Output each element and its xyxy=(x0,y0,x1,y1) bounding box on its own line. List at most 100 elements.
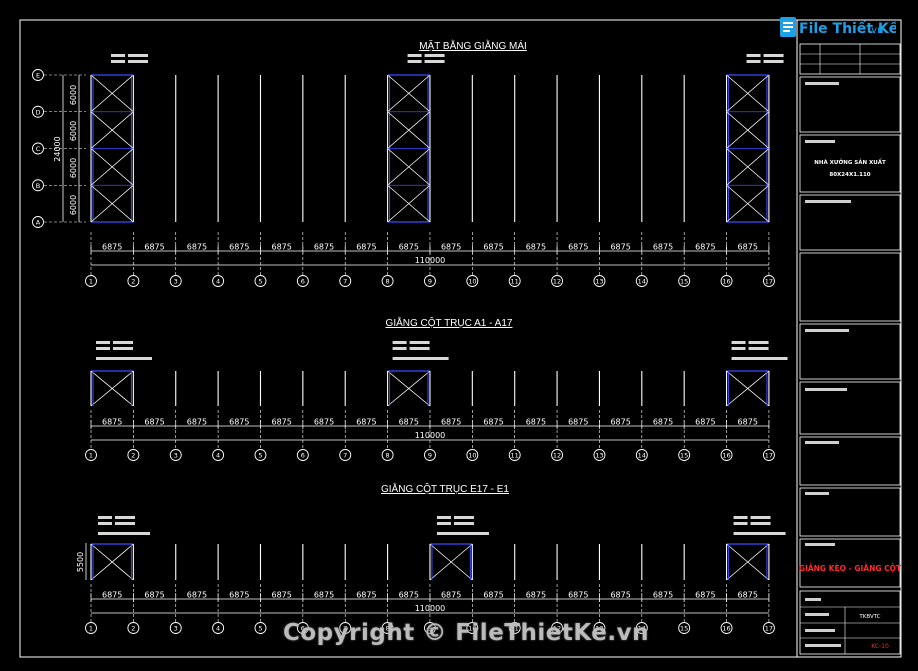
side-dim-total: 6000 xyxy=(69,158,78,178)
side-dim-total: 6000 xyxy=(69,85,78,105)
title-block xyxy=(799,43,901,655)
grid-bubble-5: 5 xyxy=(258,278,262,286)
bay-dimension-label: 6875 xyxy=(526,591,546,600)
grid-bubble-2: 2 xyxy=(131,278,135,286)
bay-dimension-label: 6875 xyxy=(314,418,334,427)
roof-brace-cross xyxy=(90,111,134,149)
grid-bubble-2-circle xyxy=(127,449,140,461)
grid-bubble-15-circle xyxy=(678,275,691,287)
bay-dimension-label: 6875 xyxy=(271,418,291,427)
bay-dimension-label: 6875 xyxy=(653,591,673,600)
grid-bubble-3: 3 xyxy=(174,625,178,633)
note-tag xyxy=(733,532,786,535)
grid-bubble-8-circle xyxy=(381,622,394,634)
note-tag xyxy=(746,60,761,63)
grid-bubble-1: 1 xyxy=(89,452,93,460)
grid-bubble-B: B xyxy=(36,182,40,190)
column-brace-cross xyxy=(726,543,770,581)
note-tag xyxy=(453,522,474,525)
grid-bubble-8-circle xyxy=(381,275,394,287)
grid-bubble-3: 3 xyxy=(174,278,178,286)
note-tag xyxy=(436,532,489,535)
note-tag xyxy=(424,54,445,57)
total-dimension-label: 110000 xyxy=(415,256,446,265)
grid-bubble-D-circle xyxy=(32,105,44,118)
grid-bubble-5-circle xyxy=(254,275,267,287)
grid-bubble-16-circle xyxy=(720,622,733,634)
roof-brace-cross xyxy=(726,184,770,223)
grid-bubble-17: 17 xyxy=(765,452,773,460)
document-icon xyxy=(780,17,796,37)
note-tag xyxy=(128,54,148,57)
bay-dimension-label: 6875 xyxy=(102,418,122,427)
grid-bubble-17-circle xyxy=(762,622,775,634)
grid-bubble-11: 11 xyxy=(511,452,519,460)
bay-dimension-label: 6875 xyxy=(610,591,630,600)
grid-bubble-11-circle xyxy=(508,449,521,461)
grid-bubble-5: 5 xyxy=(258,452,262,460)
grid-bubble-C: C xyxy=(36,145,41,153)
note-tag xyxy=(746,54,761,57)
grid-bubble-3-circle xyxy=(169,275,182,287)
grid-bubble-11-circle xyxy=(508,622,521,634)
copyright-watermark: Copyright © FileThietKe.vn xyxy=(283,620,649,646)
note-tag xyxy=(96,347,110,350)
note-tag xyxy=(731,347,746,350)
grid-bubble-14-circle xyxy=(635,449,648,461)
view-title-roof-bracing: MẶT BẰNG GIẰNG MÁI xyxy=(419,39,527,52)
note-tag xyxy=(407,54,422,57)
grid-bubble-11-circle xyxy=(508,275,521,287)
total-dimension-label: 110000 xyxy=(415,604,446,613)
grid-bubble-7: 7 xyxy=(343,625,347,633)
bay-dimension-label: 6875 xyxy=(738,243,758,252)
bay-dimension-label: 6875 xyxy=(187,243,207,252)
grid-bubble-15-circle xyxy=(678,449,691,461)
grid-bubble-1-circle xyxy=(85,622,97,634)
grid-bubble-13-circle xyxy=(593,275,606,287)
note-tag xyxy=(113,341,133,344)
side-height-label: 5500 xyxy=(76,552,85,572)
site-logo: File Thiết Kế .vn xyxy=(778,14,899,42)
tkbvtc-label: TKBVTC xyxy=(858,614,880,620)
grid-bubble-4-circle xyxy=(212,622,225,634)
bay-dimension-label: 6875 xyxy=(229,418,249,427)
grid-bubble-E-circle xyxy=(32,69,44,81)
grid-bubble-E: E xyxy=(36,72,40,80)
bay-dimension-label: 6875 xyxy=(441,243,461,252)
bay-dimension-label: 6875 xyxy=(356,591,376,600)
roof-brace-cross xyxy=(387,148,431,186)
bay-dimension-label: 6875 xyxy=(314,591,334,600)
grid-bubble-14-circle xyxy=(635,622,648,634)
bay-dimension-label: 6875 xyxy=(526,418,546,427)
bay-dimension-label: 6875 xyxy=(610,243,630,252)
grid-bubble-4: 4 xyxy=(216,625,220,633)
grid-bubble-10: 10 xyxy=(468,625,476,633)
grid-bubble-6-circle xyxy=(296,449,309,461)
bay-dimension-label: 6875 xyxy=(399,418,419,427)
grid-bubble-9-circle xyxy=(424,622,436,634)
note-tag xyxy=(111,54,125,57)
bay-dimension-label: 6875 xyxy=(187,591,207,600)
grid-bubble-11: 11 xyxy=(511,278,519,286)
grid-bubble-7: 7 xyxy=(343,452,347,460)
note-tag xyxy=(731,341,746,344)
note-tag xyxy=(424,60,445,63)
roof-brace-cross xyxy=(387,74,431,113)
grid-bubble-2-circle xyxy=(127,275,140,287)
note-tag xyxy=(392,347,407,350)
column-brace-cross xyxy=(387,370,431,407)
grid-bubble-13: 13 xyxy=(595,452,603,460)
grid-bubble-15: 15 xyxy=(680,625,688,633)
grid-bubble-13-circle xyxy=(593,449,606,461)
grid-bubble-12-circle xyxy=(551,622,564,634)
grid-bubble-12: 12 xyxy=(553,625,561,633)
note-tag xyxy=(763,54,784,57)
grid-bubble-17-circle xyxy=(762,449,775,461)
grid-bubble-6: 6 xyxy=(301,278,305,286)
grid-bubble-A: A xyxy=(36,219,41,227)
bay-dimension-label: 6875 xyxy=(441,591,461,600)
grid-bubble-17-circle xyxy=(762,275,775,287)
grid-bubble-4-circle xyxy=(212,449,225,461)
grid-bubble-9-circle xyxy=(424,275,436,287)
grid-bubble-8-circle xyxy=(381,449,394,461)
